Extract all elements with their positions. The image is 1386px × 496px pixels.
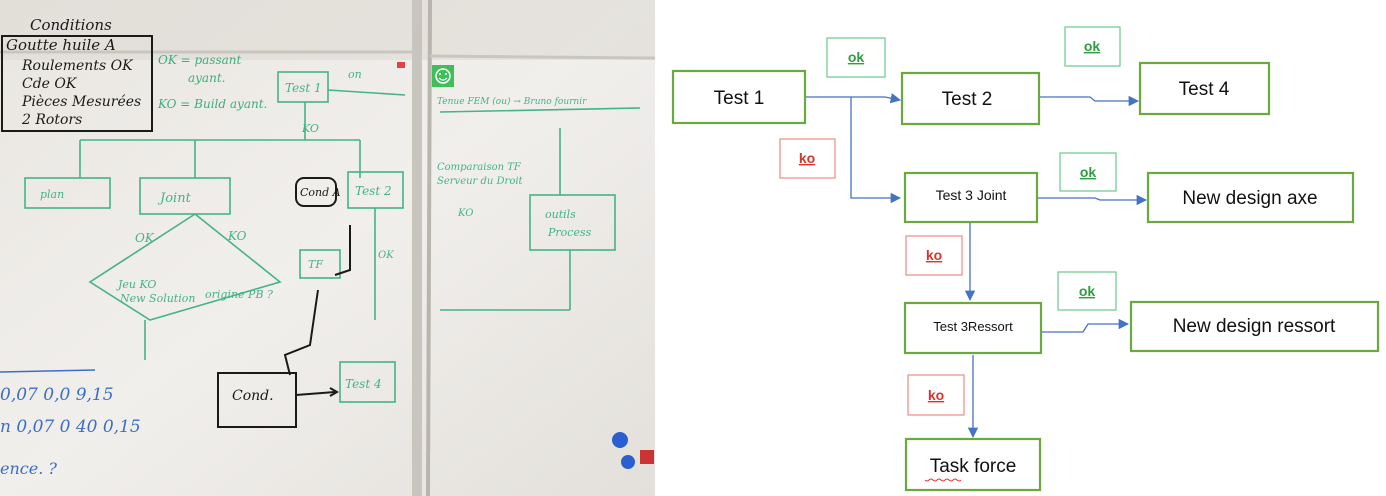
ko-label-2: ko: [926, 247, 942, 263]
red-magnet-icon: [640, 450, 654, 464]
blue-magnet-icon: [612, 432, 628, 448]
connectors: [805, 93, 1148, 439]
arrow-test1-test3joint: [850, 97, 902, 204]
ok-label-3: ok: [1080, 164, 1097, 180]
ko-label-1: ko: [799, 150, 815, 166]
svg-text:n 0,07 0 40 0,15: n 0,07 0 40 0,15: [0, 417, 141, 437]
wb-cond: Cond.: [232, 388, 274, 404]
node-test4: Test 4: [1179, 79, 1230, 100]
ok-label-box-1: [826, 37, 886, 78]
black-ink: [217, 177, 351, 428]
svg-text:Roulements OK: Roulements OK: [21, 58, 134, 74]
svg-text:Comparaison TF: Comparaison TF: [437, 162, 522, 173]
flow-diagram: Test 1 Test 2 Test 4 Test 3 Joint New de…: [671, 26, 1380, 492]
svg-text:Tenue FEM (ou) → Bruno fournir: Tenue FEM (ou) → Bruno fournir: [437, 96, 587, 107]
node-test1-box: [671, 69, 807, 125]
ok-label-box-4: [1057, 271, 1117, 311]
ko-label-box-1: [779, 138, 836, 179]
ko-label-box-3: [907, 374, 965, 416]
smiley-icon: [432, 65, 454, 87]
whiteboard-photo: Conditions Goutte huile A Roulements OK …: [0, 0, 655, 496]
svg-text:Process: Process: [547, 226, 592, 239]
node-test3joint: Test 3 Joint: [936, 187, 1007, 203]
node-new-design-ressort-box: [1129, 300, 1380, 353]
svg-text:New Solution: New Solution: [119, 292, 195, 305]
svg-text:KO: KO: [301, 122, 319, 135]
svg-text:on: on: [348, 68, 362, 81]
svg-text:outils: outils: [545, 208, 576, 221]
svg-text:Cde OK: Cde OK: [22, 76, 78, 92]
svg-text:Conditions: Conditions: [30, 16, 112, 34]
svg-text:KO: KO: [457, 208, 473, 219]
svg-text:KO: KO: [227, 229, 247, 243]
node-task-force: Task force: [930, 456, 1017, 477]
ok-ko-note: OK = passant ayant. KO = Build ayant.: [157, 53, 267, 111]
svg-text:ence. ?: ence. ?: [0, 459, 57, 478]
node-test4-box: [1138, 61, 1271, 116]
arrow-test3joint-axe: [1038, 194, 1148, 206]
arrow-test2-test4: [1040, 95, 1140, 107]
ko-label-3: ko: [928, 387, 944, 403]
ok-label-1: ok: [848, 49, 865, 65]
svg-text:OK: OK: [378, 250, 394, 261]
svg-text:KO = Build ayant.: KO = Build ayant.: [157, 97, 267, 111]
node-test2: Test 2: [942, 89, 993, 110]
node-new-design-axe: New design axe: [1182, 188, 1317, 209]
node-task-force-box: [904, 437, 1042, 492]
svg-text:Goutte huile A: Goutte huile A: [6, 36, 116, 54]
svg-text:Pièces Mesurées: Pièces Mesurées: [21, 94, 141, 110]
ok-label-2: ok: [1084, 38, 1101, 54]
wb-joint: Joint: [157, 191, 192, 206]
svg-text:TF: TF: [308, 258, 323, 271]
node-new-design-ressort: New design ressort: [1173, 316, 1336, 337]
blue-ink: 0,07 0,0 9,15 n 0,07 0 40 0,15 ence. ?: [0, 369, 141, 478]
ko-label-box-2: [905, 235, 963, 276]
ok-label-box-2: [1064, 26, 1121, 67]
ok-label-4: ok: [1079, 283, 1096, 299]
svg-text:OK: OK: [135, 231, 155, 245]
whiteboard-flowchart: [24, 71, 641, 403]
ok-label-box-3: [1059, 152, 1117, 192]
wb-test1: Test 1: [285, 81, 322, 95]
svg-text:0,07 0,0 9,15: 0,07 0,0 9,15: [0, 385, 114, 405]
node-test3ressort-box: [903, 301, 1043, 355]
svg-text:OK = passant: OK = passant: [158, 53, 242, 67]
svg-text:2 Rotors: 2 Rotors: [21, 112, 82, 128]
node-new-design-axe-box: [1146, 171, 1355, 224]
node-test3joint-box: [903, 171, 1039, 224]
svg-text:Cond A: Cond A: [300, 186, 341, 199]
wb-test4: Test 4: [345, 377, 382, 391]
svg-text:Jeu KO: Jeu KO: [116, 278, 156, 291]
node-test1: Test 1: [714, 88, 765, 109]
svg-text:Serveur du Droit: Serveur du Droit: [437, 176, 524, 187]
arrow-test1-test2: [805, 93, 902, 104]
svg-text:ayant.: ayant.: [188, 71, 225, 85]
conditions-block: Conditions Goutte huile A Roulements OK …: [1, 16, 153, 132]
wb-test2: Test 2: [355, 184, 392, 198]
node-test3ressort: Test 3Ressort: [933, 319, 1013, 334]
node-test2-box: [900, 71, 1041, 126]
arrow-ressort-newressort: [1041, 318, 1130, 333]
svg-text:origine PB ?: origine PB ?: [205, 288, 273, 301]
svg-text:plan: plan: [40, 188, 64, 201]
